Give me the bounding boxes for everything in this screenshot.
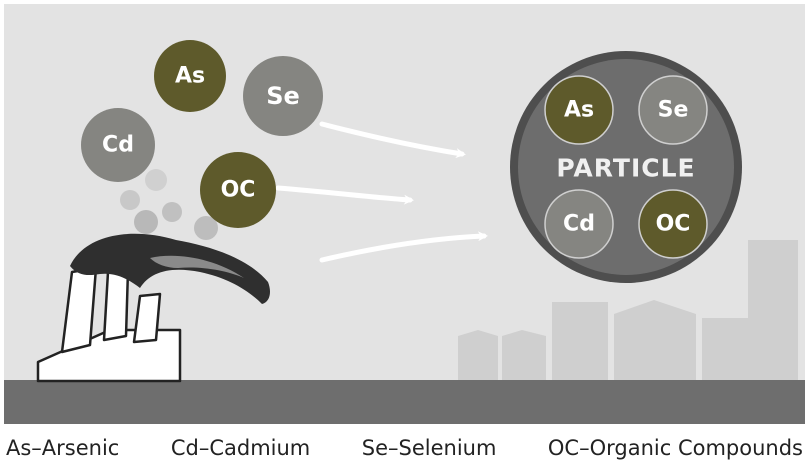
building [748, 240, 798, 382]
element-oc-circle [200, 152, 276, 228]
element-as: As [154, 40, 226, 112]
element-as-circle [154, 40, 226, 112]
particle-se-circle [638, 75, 708, 145]
arrows [275, 121, 488, 263]
legend-organic-compounds: OC–Organic Compounds [547, 436, 803, 460]
particle-se-label: Se [658, 98, 689, 123]
element-se-circle [243, 56, 323, 136]
building [614, 300, 696, 382]
illustration: As Se Cd OC As Se Cd OC PARTICLE [4, 4, 805, 424]
particle-title: PARTICLE [556, 154, 695, 183]
element-se-label: Se [266, 82, 300, 110]
legend-cadmium: Cd–Cadmium [170, 436, 311, 460]
particle-as-circle [544, 75, 614, 145]
particle: As Se Cd OC PARTICLE [510, 51, 742, 283]
element-as-label: As [175, 64, 205, 89]
element-cd: Cd [81, 108, 155, 182]
building [702, 318, 750, 382]
building [552, 302, 608, 382]
arrow-top [319, 121, 466, 159]
smokestack-right [132, 292, 162, 344]
element-oc: OC [200, 152, 276, 228]
smoke-puff [194, 216, 218, 240]
smoke-puff [120, 190, 140, 210]
legend: As–Arsenic Cd–Cadmium Se–Selenium OC–Org… [0, 428, 809, 468]
smoke-dark [70, 233, 270, 304]
legend-arsenic: As–Arsenic [6, 436, 120, 460]
arrow-middle [275, 185, 414, 205]
legend-selenium: Se–Selenium [361, 436, 497, 460]
ground [4, 380, 805, 424]
smokestack-middle [102, 268, 130, 342]
element-oc-label: OC [221, 178, 256, 203]
element-se: Se [243, 56, 323, 136]
factory [36, 266, 182, 383]
smoke-plume [70, 169, 270, 304]
particle-oc-circle [638, 189, 708, 259]
particle-as-label: As [564, 98, 594, 123]
smoke-puff [134, 210, 158, 234]
building [502, 330, 546, 382]
element-cd-label: Cd [102, 133, 134, 158]
smoke-puff [145, 169, 167, 191]
particle-cd-label: Cd [563, 212, 595, 237]
city-skyline [458, 240, 798, 382]
smoke-gray [150, 255, 244, 278]
particle-cd-circle [544, 189, 614, 259]
arrow-bottom [319, 231, 488, 263]
smoke-puff [162, 202, 182, 222]
element-cd-circle [81, 108, 155, 182]
particle-oc-label: OC [656, 212, 691, 237]
building [458, 330, 498, 382]
